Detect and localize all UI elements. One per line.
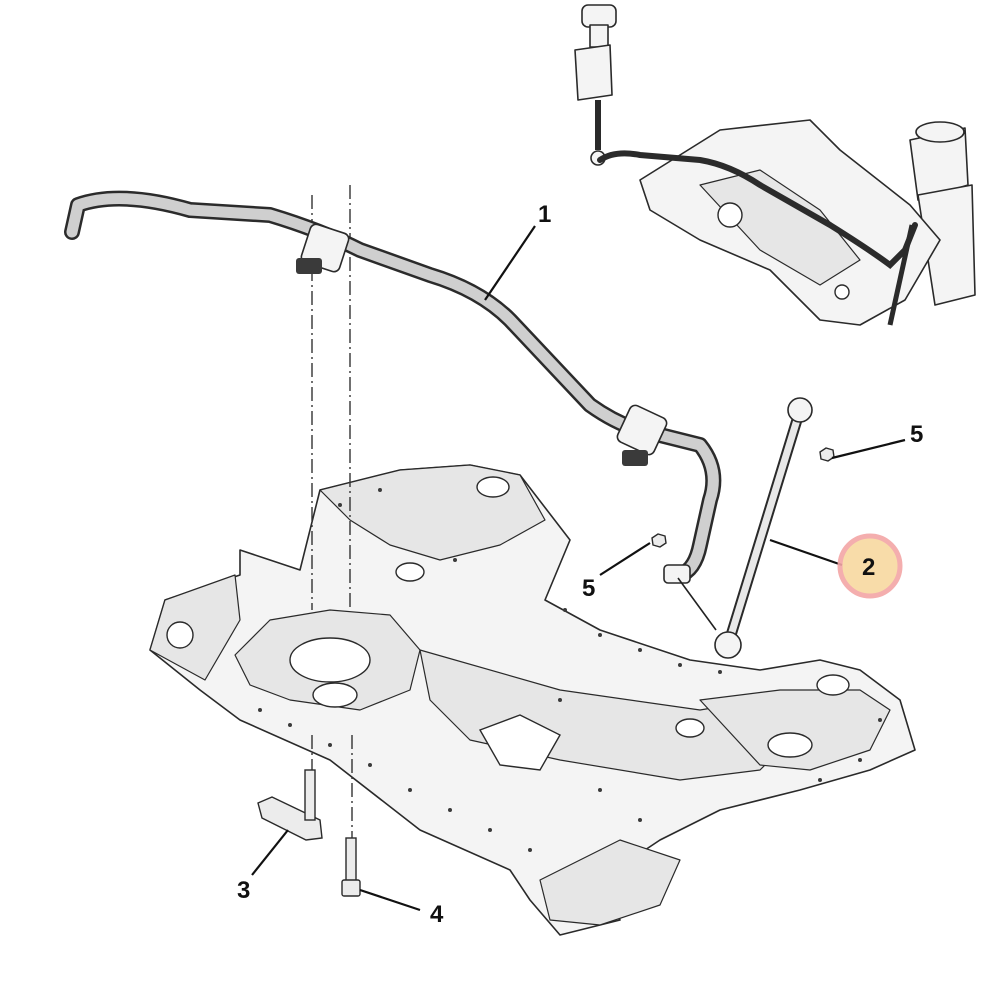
bushing-tower-right <box>816 674 850 696</box>
nut-5-upper <box>819 447 835 462</box>
stabilizer-link-rod <box>677 397 813 659</box>
bushing-tower-mid <box>395 562 425 582</box>
leader-4 <box>359 888 421 912</box>
left-bracket-hole <box>166 621 194 649</box>
inset-assembly-view <box>574 4 976 326</box>
leader-5-lower <box>599 542 651 576</box>
inset-left-strut-rod <box>589 24 609 48</box>
bar-end-eye <box>663 564 691 584</box>
assembly-axis-lines <box>311 185 353 840</box>
leader-2 <box>769 538 843 567</box>
front-subframe <box>149 464 916 936</box>
callout-1[interactable]: 1 <box>538 201 551 228</box>
callout-3[interactable]: 3 <box>237 877 250 904</box>
subframe-left-bracket <box>149 574 241 681</box>
right-mount-hole <box>767 732 813 758</box>
nut-5-lower <box>651 533 667 548</box>
callout-5-upper[interactable]: 5 <box>910 421 923 448</box>
stabilizer-bushing-right <box>616 404 668 456</box>
inset-stabilizer-bar <box>597 150 918 269</box>
bolt-bracket-shank <box>304 769 316 821</box>
leader-3 <box>251 829 289 876</box>
inset-hole-b <box>834 284 850 300</box>
bushing-clamp-right <box>622 450 648 466</box>
inset-left-strut-top <box>581 4 617 28</box>
leader-5-upper <box>831 438 906 460</box>
inset-right-link <box>887 224 915 326</box>
bolt-4-head <box>341 879 361 897</box>
link-upper-ball-joint <box>787 397 813 423</box>
bolt-4-shank <box>345 837 357 884</box>
bushing-clamp-left <box>296 258 322 274</box>
callout-leaders <box>251 225 906 912</box>
callout-5-lower[interactable]: 5 <box>582 575 595 602</box>
link-attach-line <box>677 577 717 631</box>
callout-2[interactable]: 2 <box>862 554 875 581</box>
bushing-tower-left <box>476 476 510 498</box>
bushing-tower-center <box>675 718 705 738</box>
bracket-3 <box>257 796 323 841</box>
bracket-and-bolts <box>257 769 361 897</box>
stabilizer-bar <box>64 190 722 584</box>
left-mount-hole <box>289 637 371 683</box>
subframe-front-nose <box>539 839 681 926</box>
inset-right-strut-knuckle <box>917 184 976 306</box>
highlight-ring <box>837 533 903 599</box>
inset-subframe-rib <box>699 169 861 286</box>
inset-left-strut-body <box>574 44 613 101</box>
inset-hole-a <box>717 202 743 228</box>
subframe-rivets <box>258 488 882 852</box>
leader-1 <box>484 225 536 301</box>
subframe-right-mount <box>699 689 891 771</box>
center-cutout <box>478 714 561 771</box>
link-lower-ball-joint <box>714 631 742 659</box>
callout-4[interactable]: 4 <box>430 901 444 928</box>
left-lower-hole <box>312 682 358 708</box>
inset-right-strut-top <box>915 121 965 143</box>
